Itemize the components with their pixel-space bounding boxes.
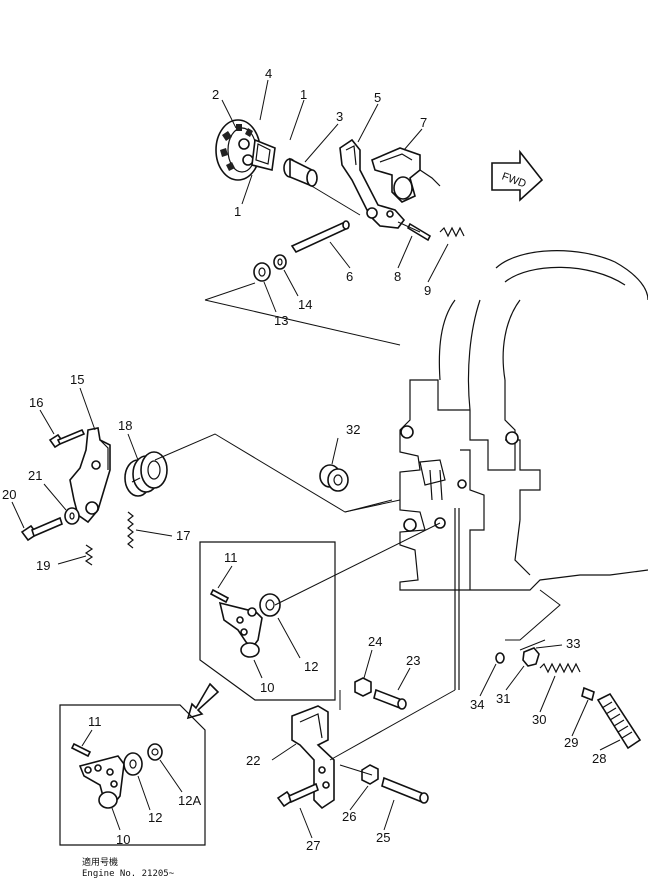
shaft-6 — [290, 220, 350, 254]
footnote-title: 適用号機 — [82, 856, 118, 868]
footnote-engine-number: Engine No. 21205~ — [82, 869, 175, 879]
grip-28 — [596, 692, 642, 750]
leader-lines — [11, 79, 621, 839]
callout-24: 24 — [368, 634, 382, 649]
shaft-3 — [283, 157, 318, 188]
callout-5: 5 — [374, 90, 381, 105]
nut-24-bolt-23 — [354, 677, 407, 710]
callout-12a: 12A — [178, 793, 201, 808]
callout-2: 2 — [212, 87, 219, 102]
callout-6: 6 — [346, 269, 353, 284]
callout-26: 26 — [342, 809, 356, 824]
callout-1: 1 — [234, 204, 241, 219]
callout-25: 25 — [376, 830, 390, 845]
lever-7 — [371, 147, 441, 203]
callout-3: 3 — [336, 109, 343, 124]
spring-18 — [124, 451, 168, 497]
callout-7: 7 — [420, 115, 427, 130]
callout-20: 20 — [2, 487, 16, 502]
callout-30: 30 — [532, 712, 546, 727]
callout-32: 32 — [346, 422, 360, 437]
callout-10: 10 — [260, 680, 274, 695]
engine-block — [399, 250, 648, 690]
down-arrow-icon — [186, 682, 220, 720]
callout-33: 33 — [566, 636, 580, 651]
callout-22: 22 — [246, 753, 260, 768]
bolt-16 — [48, 428, 86, 449]
callout-labels: 1 1 2 3 4 5 6 7 8 9 10 10 11 11 12 12 12… — [2, 66, 606, 853]
bolt-27 — [276, 782, 319, 808]
callout-10: 10 — [116, 832, 130, 847]
callout-12: 12 — [148, 810, 162, 825]
bracket-15 — [69, 427, 111, 524]
washer-21-bolt-20 — [20, 507, 80, 542]
callout-15: 15 — [70, 372, 84, 387]
callout-11: 11 — [224, 550, 238, 565]
callout-13: 13 — [274, 313, 288, 328]
lever-5 — [339, 138, 406, 229]
pin-34 — [495, 652, 505, 664]
callout-23: 23 — [406, 653, 420, 668]
fwd-arrow-icon: FWD — [491, 149, 544, 202]
nut-26-bolt-25 — [361, 764, 429, 804]
callout-31: 31 — [496, 691, 510, 706]
callout-9: 9 — [424, 283, 431, 298]
callout-21: 21 — [28, 468, 42, 483]
inset-box-1 — [199, 522, 441, 701]
governor-weight-assembly — [215, 119, 276, 181]
bolt-31 — [519, 639, 546, 667]
callout-27: 27 — [306, 838, 320, 853]
callout-17: 17 — [176, 528, 190, 543]
callout-1: 1 — [300, 87, 307, 102]
callout-34: 34 — [470, 697, 484, 712]
callout-4: 4 — [265, 66, 272, 81]
nut-29 — [581, 686, 595, 702]
callout-8: 8 — [394, 269, 401, 284]
pin-8-spring-9 — [397, 221, 465, 242]
callout-19: 19 — [36, 558, 50, 573]
callout-16: 16 — [29, 395, 43, 410]
springs-17-19 — [84, 511, 134, 566]
bracket-22 — [291, 705, 335, 810]
callout-14: 14 — [298, 297, 312, 312]
inset-box-2 — [59, 704, 206, 846]
callout-12: 12 — [304, 659, 318, 674]
spring-30 — [539, 662, 581, 674]
callout-28: 28 — [592, 751, 606, 766]
callout-18: 18 — [118, 418, 132, 433]
bushing-13-washer-14 — [253, 254, 287, 282]
bushing-32 — [319, 464, 349, 492]
callout-29: 29 — [564, 735, 578, 750]
callout-11: 11 — [88, 714, 102, 729]
